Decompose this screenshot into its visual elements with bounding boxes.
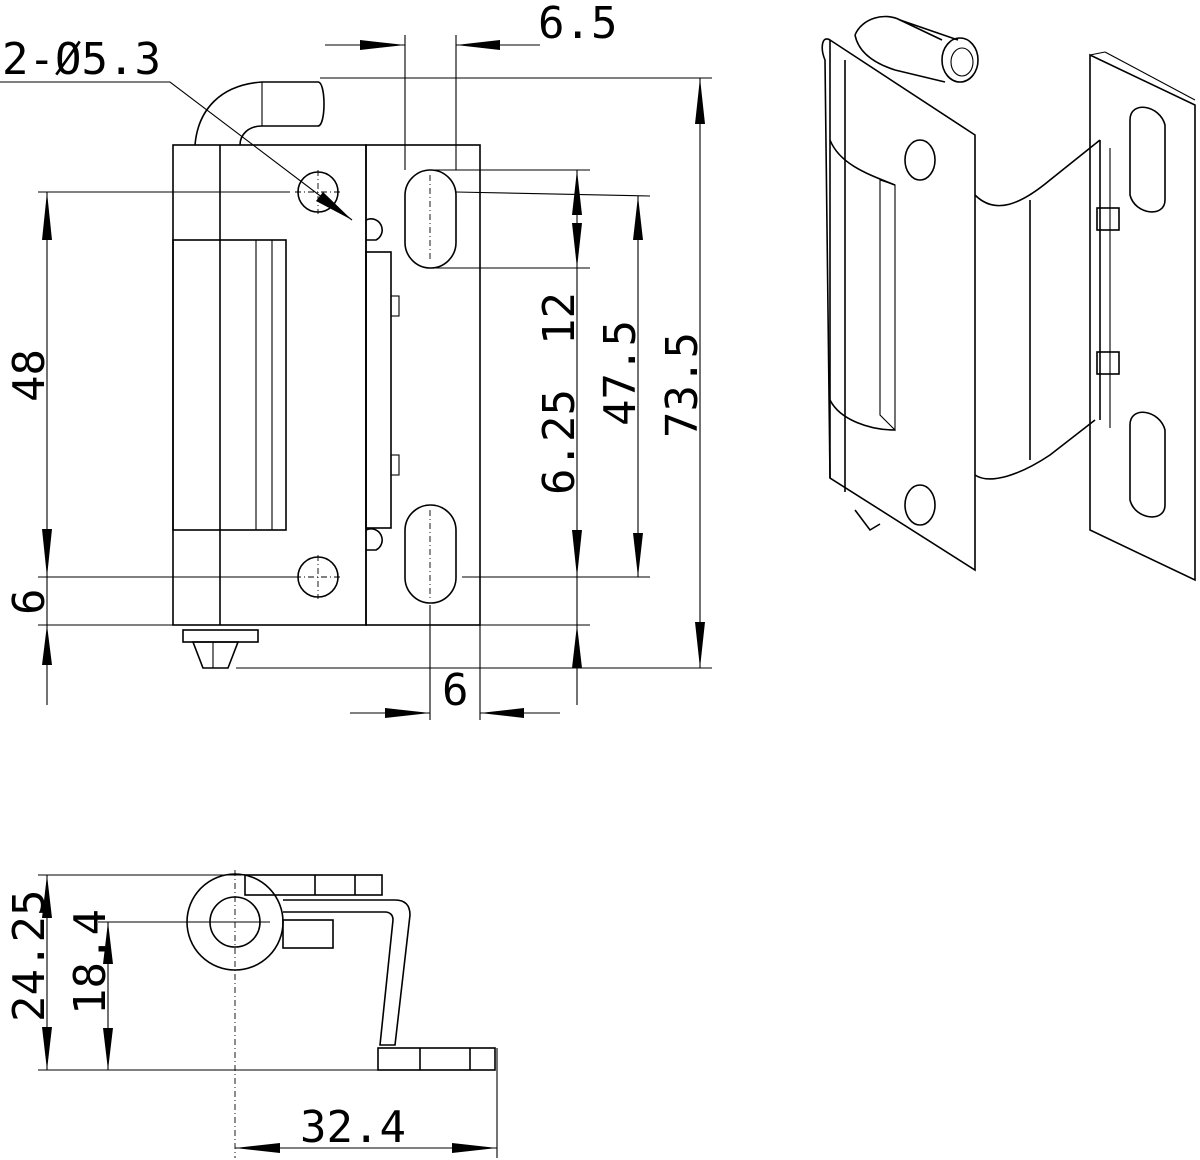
knuckle-band [172,239,287,531]
pin-head [182,629,259,643]
dim-overall-width: 32.4 [300,1102,406,1153]
slot-top [404,169,457,269]
dim-edge-bottom-left: 6 [4,589,55,616]
iso-slot-bottom [1129,411,1166,518]
dim-slot-length: 12 [534,292,585,345]
slot-bottom [404,504,457,604]
dim-slot-spacing: 47.5 [595,320,646,426]
spring-arm [194,81,325,146]
iso-spring-end [941,37,979,83]
iso-left-leaf [829,38,976,572]
side-foot [377,1047,496,1071]
left-leaf-outline [172,144,367,626]
side-top-plate [244,874,383,896]
dim-slot-width: 6.5 [538,0,617,49]
dim-pin-height: 18.4 [65,909,116,1015]
right-leaf-outline [365,144,481,626]
front-view: 2-Ø5.3 6.5 48 6 12 6.25 47.5 73.5 6 [0,0,712,720]
iso-bushing-bottom [1096,351,1120,375]
hole-callout: 2-Ø5.3 [2,34,161,85]
dim-hole-spacing: 48 [4,349,55,402]
isometric-view [821,15,1196,582]
iso-slot-top [1129,106,1166,213]
dim-overall-depth: 24.25 [4,890,55,1022]
iso-hole-top [904,139,936,181]
side-view: 24.25 18.4 32.4 [4,870,498,1158]
dim-slot-offset: 6.25 [534,389,585,495]
dim-overall-height: 73.5 [657,332,708,438]
iso-hole-bottom [904,484,936,526]
pin-tip [191,641,240,669]
iso-bushing-top [1096,207,1120,231]
iso-right-leaf [1089,53,1196,582]
dim-slot-offset-bottom: 6 [442,665,469,716]
